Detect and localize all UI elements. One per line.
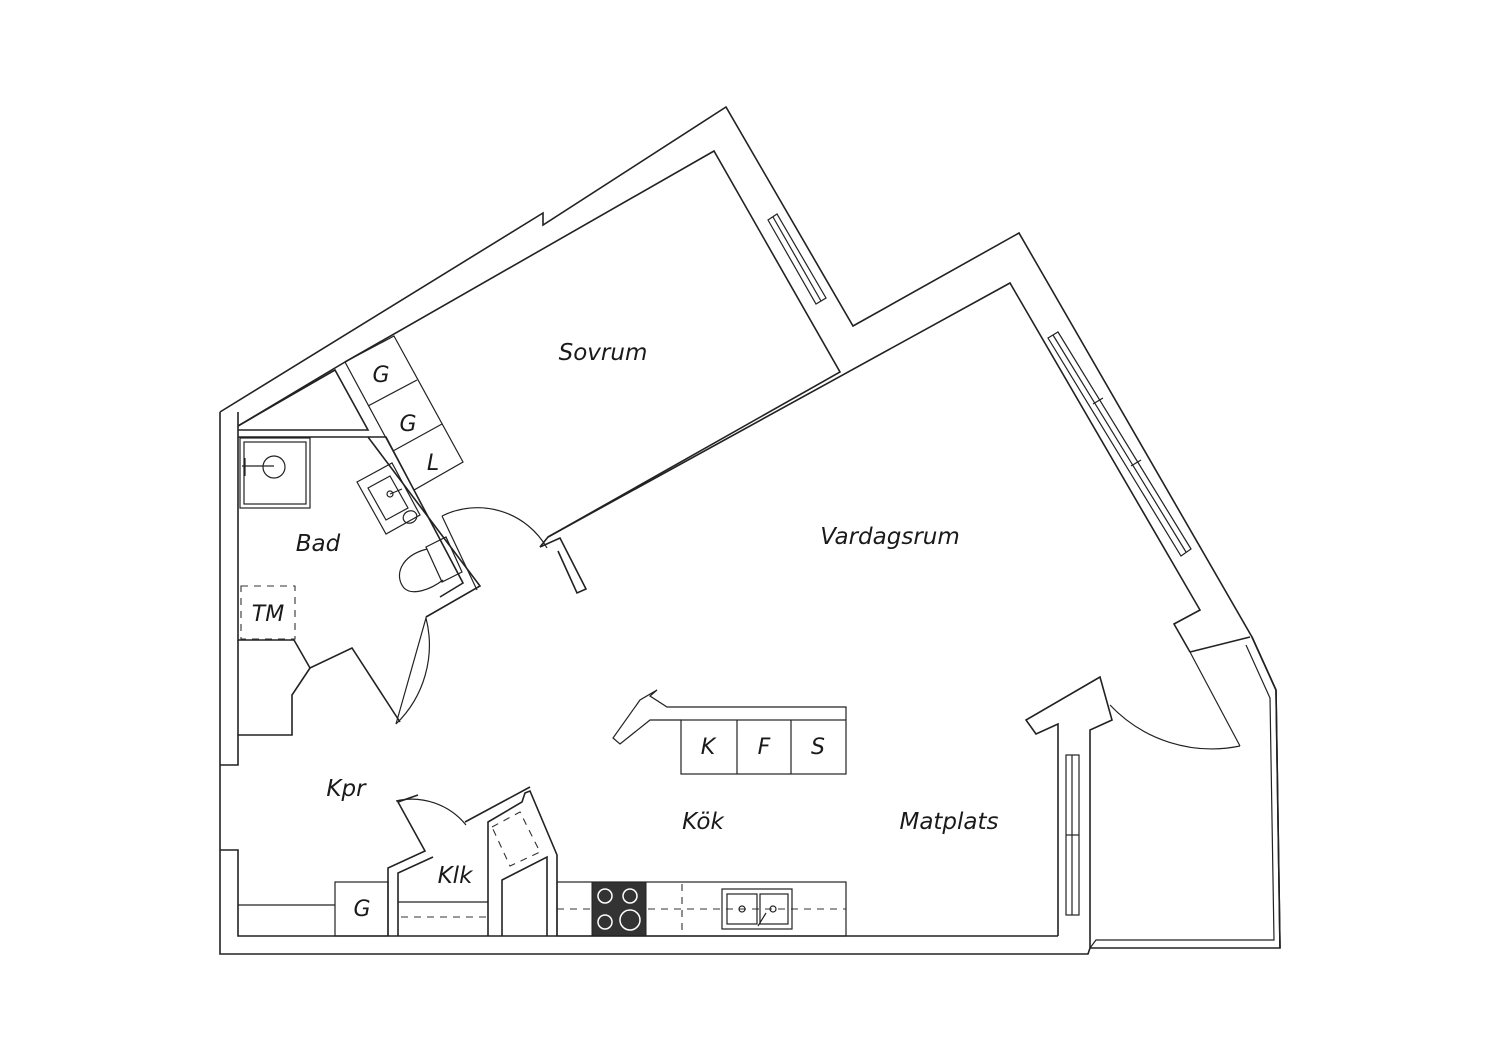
shower xyxy=(239,437,311,509)
dining-window xyxy=(1065,754,1080,916)
bathroom-walls xyxy=(220,368,482,766)
fixture-label-wardrobe-2: G xyxy=(399,412,416,437)
outer-wall xyxy=(219,105,1281,955)
fixture-label-linen: L xyxy=(427,451,439,476)
room-label-vardagsrum: Vardagsrum xyxy=(820,524,960,550)
room-label-klk: Klk xyxy=(438,863,474,889)
bedroom-door xyxy=(441,507,548,591)
room-label-matplats: Matplats xyxy=(899,809,998,835)
fixture-label-fridge: K xyxy=(701,735,717,760)
hall-walls xyxy=(220,786,1058,937)
klk-cabinet xyxy=(491,811,541,867)
stove xyxy=(591,881,647,937)
room-label-kpr: Kpr xyxy=(326,776,367,802)
bathroom-door xyxy=(395,615,430,725)
fixture-label-storage: S xyxy=(811,735,825,760)
closet-door xyxy=(395,798,467,826)
fixture-label-wardrobe-1: G xyxy=(372,363,389,388)
tm-area xyxy=(240,585,296,640)
toilet xyxy=(398,510,463,593)
bedroom-walls xyxy=(237,149,842,595)
fixture-label-freezer: F xyxy=(758,735,771,760)
fixture-label-tm: TM xyxy=(252,602,284,627)
fixture-label-wardrobe-hall: G xyxy=(353,897,370,922)
balcony-door xyxy=(1109,651,1241,750)
room-label-bad: Bad xyxy=(296,531,341,557)
room-label-sovrum: Sovrum xyxy=(559,340,648,366)
bedroom-window xyxy=(767,213,827,305)
livingroom-window xyxy=(1047,331,1192,557)
bathroom-sink xyxy=(356,462,421,535)
room-label-kok: Kök xyxy=(682,809,725,835)
kitchen-sink xyxy=(721,888,793,930)
balcony xyxy=(1024,636,1281,949)
livingroom-walls xyxy=(547,281,1251,653)
kitchen-island xyxy=(612,689,847,775)
